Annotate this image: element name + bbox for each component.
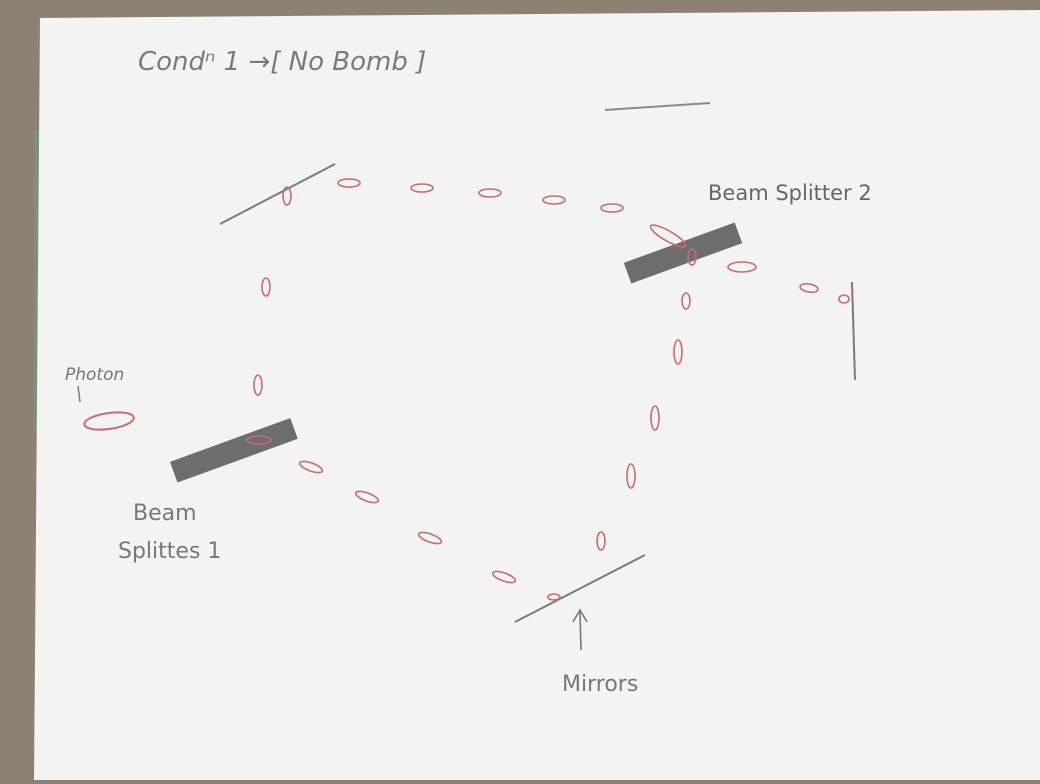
paper-sheet bbox=[34, 10, 1040, 780]
stray-line bbox=[604, 102, 711, 111]
photon-path-marker bbox=[596, 531, 606, 551]
photon-path-marker bbox=[246, 435, 272, 445]
photon-path-marker bbox=[478, 188, 502, 198]
beam-splitter-1-label-line2: Splittes 1 bbox=[118, 539, 221, 564]
mirror-pointer-arrow bbox=[579, 611, 582, 651]
photon-path-marker bbox=[650, 405, 660, 431]
header-title: Condⁿ 1 →[ No Bomb ] bbox=[138, 47, 426, 77]
beam-splitter-1-label-line1: Beam bbox=[133, 501, 197, 526]
photon-path-marker bbox=[838, 294, 850, 304]
photon-path-marker bbox=[410, 183, 434, 193]
photon-path-marker bbox=[354, 490, 380, 504]
mirror-bottom bbox=[514, 554, 646, 623]
photon-path-marker bbox=[491, 570, 517, 584]
photon-path-marker bbox=[687, 248, 697, 266]
photon-path-marker bbox=[681, 292, 691, 310]
photon-path-marker bbox=[282, 186, 292, 206]
beam-splitter-1 bbox=[169, 418, 298, 483]
photon-path-marker bbox=[253, 374, 263, 396]
photon-path-marker bbox=[649, 224, 687, 248]
photon-path-marker bbox=[547, 593, 561, 601]
photon-path-marker bbox=[261, 277, 271, 297]
detector-line bbox=[851, 281, 856, 381]
photon-pointer-arrow bbox=[77, 385, 81, 403]
photon-path-marker bbox=[626, 463, 636, 489]
photon-path-marker bbox=[673, 339, 683, 365]
photon-path-marker bbox=[727, 261, 757, 273]
photon-path-marker bbox=[542, 195, 566, 205]
mirror-top-left bbox=[219, 163, 336, 225]
photon-path bbox=[246, 178, 850, 601]
mirror-pointer-head bbox=[572, 608, 588, 623]
mirrors-label: Mirrors bbox=[562, 672, 638, 697]
beam-splitter-2-label: Beam Splitter 2 bbox=[708, 181, 872, 205]
photon-path-marker bbox=[600, 203, 624, 213]
photon-ellipse bbox=[83, 411, 135, 431]
photon-label: Photon bbox=[65, 365, 124, 385]
photon-path-marker bbox=[298, 460, 324, 474]
photon-path-marker bbox=[417, 531, 443, 545]
photon-path-marker bbox=[337, 178, 361, 188]
photon-path-marker bbox=[799, 282, 819, 294]
beam-splitter-2 bbox=[623, 222, 743, 284]
